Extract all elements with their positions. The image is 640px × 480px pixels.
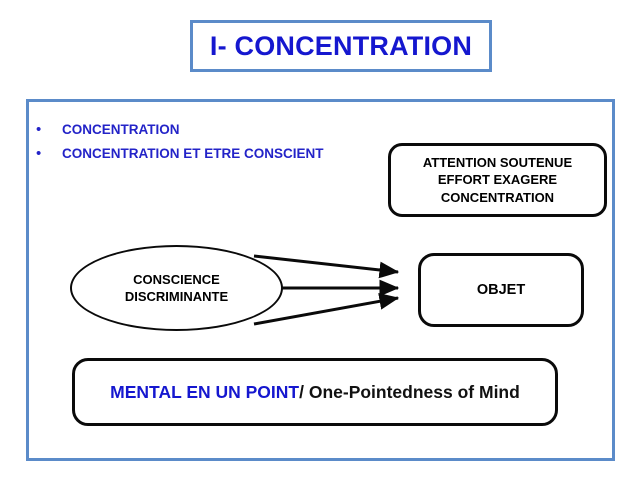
bullet-label: CONCENTRATION	[62, 122, 180, 137]
mental-label-french: MENTAL EN UN POINT	[110, 381, 300, 402]
mental-box-text: MENTAL EN UN POINT/ One-Pointedness of M…	[96, 380, 534, 405]
conscience-discriminante-ellipse: CONSCIENCE DISCRIMINANTE	[70, 245, 283, 331]
ellipse-label: CONSCIENCE DISCRIMINANTE	[70, 245, 283, 331]
attention-soutenue-box: ATTENTION SOUTENUE EFFORT EXAGERE CONCEN…	[388, 143, 607, 217]
attention-box-text: ATTENTION SOUTENUE EFFORT EXAGERE CONCEN…	[423, 154, 572, 207]
mental-label-english: / One-Pointedness of Mind	[299, 381, 520, 402]
list-item: • CONCENTRATION ET ETRE CONSCIENT	[36, 144, 396, 165]
attention-line-2: EFFORT EXAGERE	[437, 172, 558, 188]
objet-label: OBJET	[476, 282, 526, 298]
bullet-marker-icon: •	[36, 145, 42, 162]
bullet-list: • CONCENTRATION • CONCENTRATION ET ETRE …	[36, 120, 396, 168]
slide-title-box: I- CONCENTRATION	[190, 20, 492, 72]
bullet-marker-icon: •	[36, 121, 42, 138]
list-item: • CONCENTRATION	[36, 120, 396, 141]
objet-box: OBJET	[418, 253, 584, 327]
attention-line-3: CONCENTRATION	[440, 189, 555, 205]
page-title: I- CONCENTRATION	[209, 30, 473, 61]
bullet-label: CONCENTRATION ET ETRE CONSCIENT	[62, 146, 324, 161]
attention-line-1: ATTENTION SOUTENUE	[422, 154, 573, 170]
mental-en-un-point-box: MENTAL EN UN POINT/ One-Pointedness of M…	[72, 358, 558, 426]
ellipse-line-1: CONSCIENCE	[133, 272, 220, 287]
ellipse-outline	[70, 245, 283, 331]
ellipse-line-2: DISCRIMINANTE	[124, 289, 229, 304]
